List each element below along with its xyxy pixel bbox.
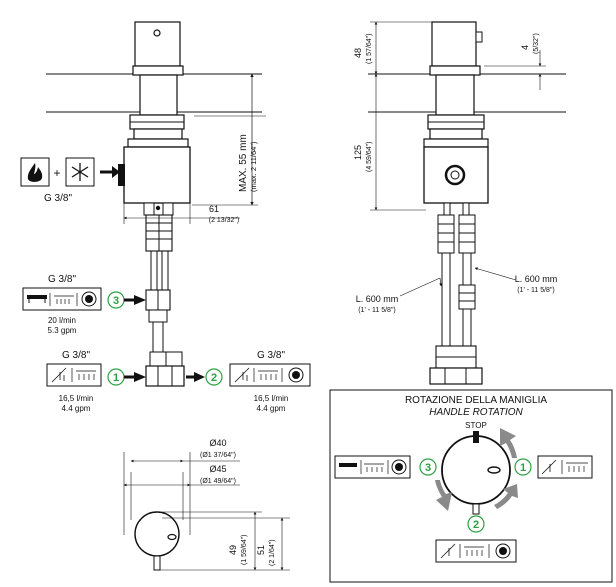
rotation-subtitle: HANDLE ROTATION <box>429 407 523 418</box>
shower-icon <box>54 295 74 304</box>
d45-sub-label: (Ø1 49/64") <box>200 478 236 485</box>
rotation-arrows-icon <box>435 428 518 511</box>
handle-body <box>134 21 181 67</box>
d45-label: Ø45 <box>209 464 226 474</box>
svg-text:2: 2 <box>473 519 479 531</box>
out2-flow: 16,5 l/min <box>254 394 289 403</box>
rot-bathtub-icon <box>339 463 357 467</box>
dim-4-sub-label: (5/32") <box>533 33 540 54</box>
stop-label: STOP <box>465 421 487 430</box>
out3-box <box>22 287 102 311</box>
out1-label: G 3/8" <box>62 350 90 361</box>
svg-text:1: 1 <box>113 372 119 384</box>
rotation-badge-3 <box>419 458 437 476</box>
h49-label: 49 <box>228 545 238 555</box>
flame-icon <box>27 163 43 182</box>
out3-gpm: 5.3 gpm <box>48 326 77 335</box>
out2-box <box>229 363 311 387</box>
rot-shower-icon <box>364 463 384 472</box>
source-label: G 3/8" <box>44 193 72 204</box>
left-side-view: MAX. 55 mm (max. 2 11/64") 61 (2 13/32")… <box>20 21 311 413</box>
out1-gpm: 4.4 gpm <box>62 404 91 413</box>
right-front-view: 48 (1 57/64") 4 (5/32") 125 (4 59/64") L… <box>353 21 566 385</box>
svg-text:3: 3 <box>113 295 119 307</box>
h51-label: 51 <box>256 545 266 555</box>
d40-sub-label: (Ø1 37/64") <box>200 452 236 459</box>
svg-text:2: 2 <box>211 372 217 384</box>
inlet-port <box>118 164 125 186</box>
hose-b-label: L. 600 mm <box>515 274 558 284</box>
out3-label: G 3/8" <box>48 274 76 285</box>
rotation-badge-1 <box>514 458 532 476</box>
dim-48-sub-label: (1 57/64") <box>366 33 373 64</box>
snowflake-icon <box>71 163 89 181</box>
dim-125-label: 125 <box>353 145 363 160</box>
out1-flow: 16,5 l/min <box>59 394 94 403</box>
dim-125-sub-label: (4 59/64") <box>366 141 373 172</box>
dim-61-label: 61 <box>209 204 219 214</box>
rot2-overhead-shower-icon <box>464 546 484 556</box>
max-sub-label: (max. 2 11/64") <box>249 141 258 192</box>
bathtub-icon <box>27 295 47 303</box>
d40-label: Ø40 <box>209 438 226 448</box>
dim-61-sub-label: (2 13/32") <box>209 217 240 224</box>
svg-text:3: 3 <box>425 462 431 474</box>
hose-a-sub-label: (1' - 11 5/8") <box>358 307 396 314</box>
rot-hand-shower-icon <box>541 459 557 475</box>
dim-48-label: 48 <box>353 48 363 58</box>
rot-overhead-shower-icon <box>566 462 588 472</box>
handle-front <box>431 21 477 67</box>
hand-shower-icon-2 <box>234 367 250 383</box>
dim-4-label: 4 <box>520 45 530 50</box>
plus-sign: + <box>53 166 60 180</box>
h51-sub-label: (2 1/64") <box>269 539 276 566</box>
out1-box <box>46 363 102 387</box>
out2-label: G 3/8" <box>257 350 285 361</box>
max-label: MAX. 55 mm <box>238 134 249 192</box>
valve-body <box>123 146 191 204</box>
overhead-shower-icon <box>76 370 96 380</box>
rotation-badge-2 <box>467 515 485 533</box>
handle-rotation-panel: ROTAZIONE DELLA MANIGLIA HANDLE ROTATION… <box>329 389 613 583</box>
h49-sub-label: (1 59/64") <box>241 534 248 565</box>
overhead-shower-icon-2 <box>258 370 278 380</box>
bottom-top-view: Ø40 (Ø1 37/64") Ø45 (Ø1 49/64") 49 (1 59… <box>123 438 290 571</box>
out2-gpm: 4.4 gpm <box>257 404 286 413</box>
handle-dot-icon <box>153 29 161 37</box>
svg-text:1: 1 <box>520 462 526 474</box>
hose-a-label: L. 600 mm <box>356 294 399 304</box>
rot2-hand-shower-icon <box>440 543 456 559</box>
out3-flow: 20 l/min <box>48 316 76 325</box>
hose-b-sub-label: (1' - 11 5/8") <box>517 287 555 294</box>
rotation-title: ROTAZIONE DELLA MANIGLIA <box>405 395 547 406</box>
badge-2 <box>205 368 223 386</box>
hand-shower-icon <box>51 367 67 383</box>
